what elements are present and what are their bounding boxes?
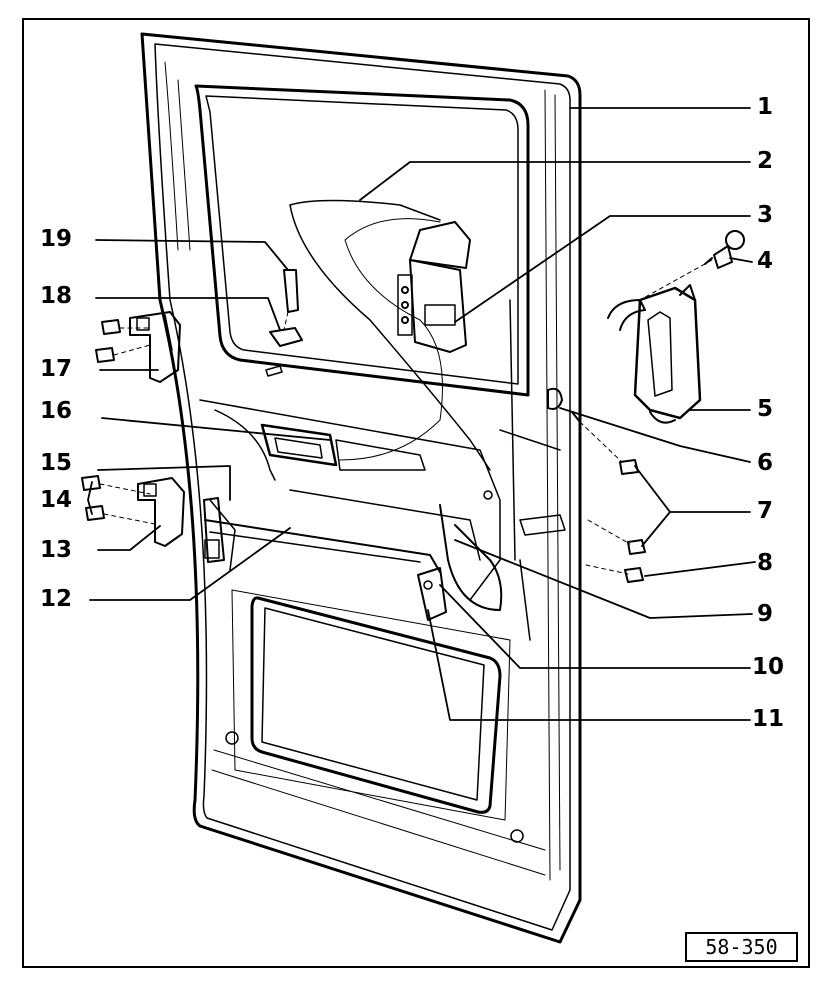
callout-7: 7 xyxy=(757,498,774,524)
reference-code-box: 58-350 xyxy=(685,932,798,962)
callout-12: 12 xyxy=(40,586,73,612)
lock-bolt xyxy=(704,230,745,269)
handle-gasket xyxy=(547,387,581,423)
lower-rod-2 xyxy=(209,531,421,563)
callout-19: 19 xyxy=(40,226,73,252)
callout-5: 5 xyxy=(757,396,774,422)
callout-2: 2 xyxy=(757,148,774,174)
remote-rod xyxy=(289,199,491,471)
lower-rod xyxy=(204,519,441,573)
diagram-frame xyxy=(22,18,810,968)
callout-1: 1 xyxy=(757,94,774,120)
callout-16: 16 xyxy=(40,398,73,424)
callout-18: 18 xyxy=(40,283,73,309)
callout-10: 10 xyxy=(752,654,785,680)
lock-knob xyxy=(283,269,299,313)
callout-17: 17 xyxy=(40,356,73,382)
upper-hinge xyxy=(95,311,181,383)
callout-11: 11 xyxy=(752,706,785,732)
callout-9: 9 xyxy=(757,601,774,627)
knob-escutcheon xyxy=(265,327,303,377)
rod-loop xyxy=(439,504,503,611)
alignment-lines xyxy=(99,259,713,575)
callout-6: 6 xyxy=(757,450,774,476)
callout-15: 15 xyxy=(40,450,73,476)
outside-handle xyxy=(607,284,702,424)
callout-3: 3 xyxy=(757,202,774,228)
lower-catch xyxy=(203,497,225,563)
bracket xyxy=(519,514,566,536)
inside-handle xyxy=(260,423,426,471)
lower-hinge xyxy=(81,475,185,547)
upper-window-frame xyxy=(194,84,530,397)
callout-8: 8 xyxy=(757,550,774,576)
callout-4: 4 xyxy=(757,248,774,274)
lower-lock xyxy=(417,567,447,621)
reference-code: 58-350 xyxy=(705,935,778,959)
door-panel xyxy=(140,32,582,944)
lower-window xyxy=(231,589,511,821)
inner-panel-structure xyxy=(199,299,561,843)
remote-rod-loop xyxy=(339,218,443,461)
callout-13: 13 xyxy=(40,537,73,563)
door-lock xyxy=(397,221,471,353)
callout-14: 14 xyxy=(40,487,73,513)
striker-screw xyxy=(624,567,644,583)
leader-lines xyxy=(87,107,756,721)
handle-screw xyxy=(619,459,646,555)
